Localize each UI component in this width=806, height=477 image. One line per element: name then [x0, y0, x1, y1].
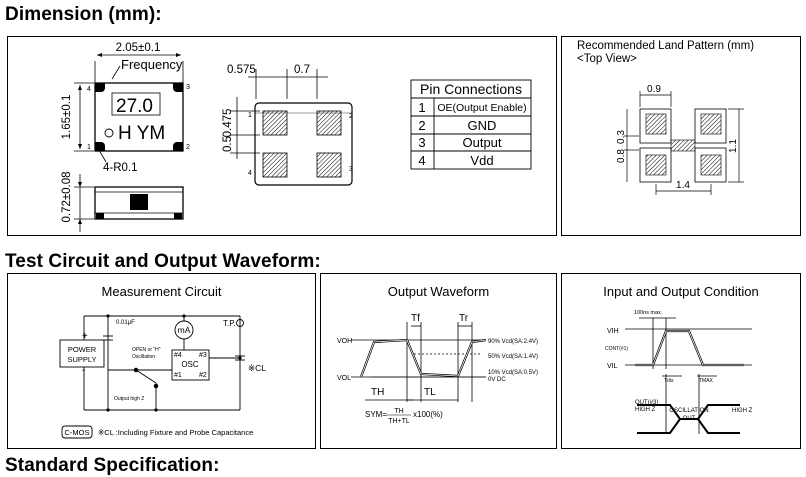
sym-denominator: TH+TL — [388, 418, 410, 425]
output-waveform-drawing: VOH VOL Tf Tr 90% Vcd(SA:2.4V) 50% Vcd(S… — [337, 313, 538, 425]
level-50-label: 50% Vcd(SA:1.4V) — [488, 354, 538, 360]
out-label-2: HIGH Z — [635, 407, 656, 413]
dimension-heading: Dimension (mm): — [5, 4, 162, 25]
pad-dim-c: 0.475 — [222, 109, 234, 138]
pin-row-num: 2 — [418, 118, 425, 133]
level-0-label: 0V DC — [488, 377, 506, 383]
plus-label: + — [82, 331, 88, 342]
tmax-label: TMAX — [699, 378, 714, 384]
dimension-drawing: 2.05±0.1 4 3 1 2 Frequency 27.0 H YM 4-R… — [61, 42, 532, 232]
power-supply-label-1: POWER — [68, 345, 97, 354]
pin-row-name: Vdd — [470, 153, 493, 168]
ma-meter-label: mA — [178, 325, 191, 335]
tr-label: Tr — [459, 313, 469, 324]
dimension-panel: 2.05±0.1 4 3 1 2 Frequency 27.0 H YM 4-R… — [7, 36, 557, 236]
pad-dim-d: 0.5 — [222, 136, 234, 152]
pad-pin1-label: 1 — [248, 112, 252, 119]
cont-label: CONT(#1) — [605, 346, 628, 352]
sym-percent: x100(%) — [413, 410, 443, 419]
measurement-circuit-drawing: 0.01μF + - POWER SUPPLY mA T.P. OPEN or … — [59, 314, 266, 439]
io-condition-drawing: 100ns max. VIH VIL CONT(#1) Tdis TMAX OU… — [605, 310, 753, 434]
cl-label: ※CL — [248, 363, 266, 373]
level-90-label: 90% Vcd(SA:2.4V) — [488, 339, 538, 345]
test-circuit-heading: Test Circuit and Output Waveform: — [5, 251, 321, 272]
land-dim-left-a: 0.8 — [616, 149, 627, 163]
pin-connections-title: Pin Connections — [420, 81, 522, 97]
pkg-pin3-label: 3 — [186, 84, 190, 91]
land-dim-top: 0.9 — [647, 84, 661, 95]
height-dim-label: 1.65±0.1 — [61, 95, 73, 140]
pin-row-name: OE(Output Enable) — [437, 102, 526, 114]
sym-label: SYM= — [365, 410, 387, 419]
land-pattern-panel: Recommended Land Pattern (mm) <Top View>… — [561, 36, 801, 236]
frequency-label: Frequency — [121, 57, 183, 72]
pin-row-num: 1 — [418, 100, 425, 115]
ton-label: Tdis — [664, 378, 674, 384]
cmos-label: C-MOS — [65, 428, 90, 437]
marking-line1: 27.0 — [116, 96, 153, 117]
radius-label: 4-R0.1 — [103, 162, 138, 174]
pin-row-name: GND — [468, 118, 497, 133]
osc-out-label-2: OUT — [683, 416, 696, 422]
pad-pin3-label: 3 — [349, 166, 353, 173]
standard-spec-heading: Standard Specification: — [5, 455, 220, 476]
osc-pin2: #2 — [199, 372, 207, 379]
cap-label: 0.01μF — [116, 320, 135, 326]
width-dim-label: 2.05±0.1 — [116, 42, 161, 54]
open-label-2: Oscillation — [132, 354, 155, 360]
t100-label: 100ns max. — [634, 310, 663, 316]
out-label-1: OUT(#3) — [635, 400, 658, 406]
pad-dim-b: 0.7 — [294, 64, 310, 76]
land-dim-right: 1.1 — [728, 139, 739, 153]
pin-row-name: Output — [462, 135, 501, 150]
vih-label: VIH — [607, 328, 619, 335]
tf-label: Tf — [411, 313, 420, 324]
land-pattern-subtitle: <Top View> — [577, 53, 637, 65]
pad-pin4-label: 4 — [248, 170, 252, 177]
land-dim-bottom: 1.4 — [676, 180, 690, 191]
pkg-pin4-label: 4 — [87, 86, 91, 93]
io-condition-panel: Input and Output Condition 100ns max. VI… — [561, 273, 801, 449]
cl-footnote: ※CL :Including Fixture and Probe Capacit… — [98, 428, 253, 437]
land-dim-left-b: 0.3 — [616, 130, 627, 144]
power-supply-label-2: SUPPLY — [67, 355, 96, 364]
io-condition-title: Input and Output Condition — [603, 284, 759, 299]
measurement-circuit-panel: Measurement Circuit — [7, 273, 316, 449]
output-waveform-title: Output Waveform — [387, 284, 490, 299]
osc-out-label-1: OSCILLATION — [669, 408, 708, 414]
pin-row-num: 3 — [418, 135, 425, 150]
osc-pin1: #1 — [174, 372, 182, 379]
sym-numerator: TH — [394, 408, 403, 415]
open-label-1: OPEN or "H" — [132, 347, 161, 353]
pad-dim-a: 0.575 — [227, 64, 256, 76]
package-side-view: 0.72±0.08 — [61, 171, 184, 232]
output-hz-label: Output high Z — [114, 396, 144, 402]
tl-label: TL — [424, 387, 436, 398]
osc-label: OSC — [181, 360, 199, 369]
output-waveform-panel: Output Waveform VOH VOL Tf Tr 90% Vcd(SA… — [320, 273, 557, 449]
pad-pin2-label: 2 — [349, 113, 353, 120]
voh-label: VOH — [337, 338, 352, 345]
pkg-pin1-label: 1 — [87, 144, 91, 151]
osc-pin3: #3 — [199, 352, 207, 359]
th-label: TH — [371, 387, 384, 398]
minus-label: - — [82, 365, 85, 376]
pin-connections-table: Pin Connections 1 OE(Output Enable) 2 GN… — [410, 79, 532, 170]
land-pattern-title: Recommended Land Pattern (mm) — [577, 40, 754, 52]
vil-label: VIL — [607, 363, 618, 370]
thickness-dim-label: 0.72±0.08 — [61, 171, 73, 222]
package-top-view: 2.05±0.1 4 3 1 2 Frequency 27.0 H YM 4-R… — [61, 42, 190, 174]
pin-row-num: 4 — [418, 153, 425, 168]
high-z-label: HIGH Z — [732, 408, 753, 414]
pkg-pin2-label: 2 — [186, 144, 190, 151]
measurement-circuit-title: Measurement Circuit — [101, 284, 222, 299]
vol-label: VOL — [337, 375, 351, 382]
level-10-label: 10% Vcd(SA:0.5V) — [488, 370, 538, 376]
pad-layout: 1 2 4 3 0.575 0.7 0.475 0.5 — [222, 64, 353, 186]
tp-label: T.P. — [223, 319, 236, 328]
marking-line2: H YM — [118, 123, 165, 144]
osc-pin4: #4 — [174, 352, 182, 359]
land-pattern-drawing: Recommended Land Pattern (mm) <Top View>… — [577, 40, 754, 195]
